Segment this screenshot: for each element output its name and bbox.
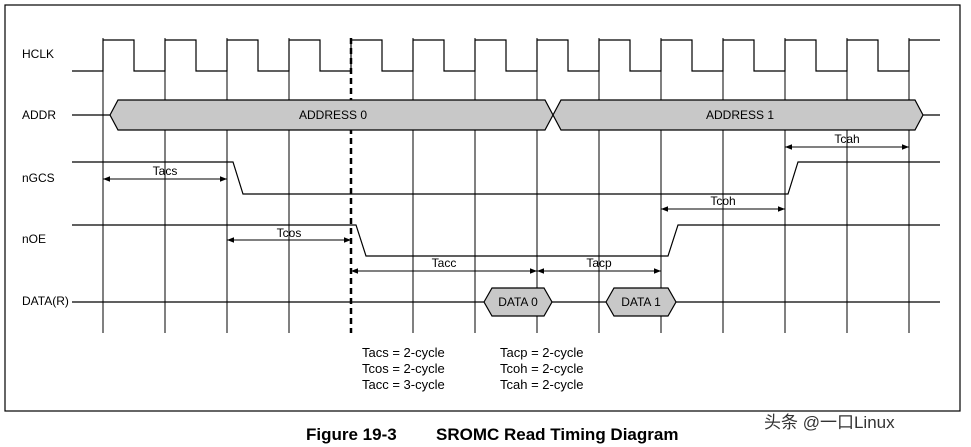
tcos-label: Tcos: [277, 226, 302, 240]
legend-left-0: Tacs = 2-cycle: [362, 345, 445, 360]
tacp-label: Tacp: [586, 256, 612, 270]
signal-label-addr: ADDR: [22, 108, 56, 122]
legend-left-2: Tacc = 3-cycle: [362, 377, 445, 392]
legend-left-1: Tcos = 2-cycle: [362, 361, 445, 376]
figure-number: Figure 19-3: [306, 425, 397, 444]
signal-label-noe: nOE: [22, 232, 46, 246]
legend-right-0: Tacp = 2-cycle: [500, 345, 583, 360]
tacs-label: Tacs: [153, 164, 178, 178]
addr-bus-label-1: ADDRESS 1: [706, 108, 774, 122]
signal-label-data: DATA(R): [22, 294, 69, 308]
legend-right-1: Tcoh = 2-cycle: [500, 361, 583, 376]
addr-bus-label-0: ADDRESS 0: [299, 108, 367, 122]
tcoh-label: Tcoh: [710, 194, 735, 208]
legend-right-2: Tcah = 2-cycle: [500, 377, 583, 392]
cycle-gridlines: [102, 38, 910, 333]
noe-waveform: [72, 224, 940, 257]
watermark: 头条 @一口Linux: [764, 413, 895, 432]
ngcs-waveform: [72, 161, 940, 195]
tacc-label: Tacc: [432, 256, 457, 270]
hclk-waveform: [72, 39, 940, 72]
timing-legend: Tacs = 2-cycle Tcos = 2-cycle Tacc = 3-c…: [362, 345, 583, 392]
tcah-label: Tcah: [834, 132, 859, 146]
signal-label-hclk: HCLK: [22, 47, 54, 61]
diagram-frame: [4, 4, 961, 412]
data-bus-label-0: DATA 0: [498, 295, 538, 309]
figure-title: SROMC Read Timing Diagram: [436, 425, 678, 444]
data-bus-label-1: DATA 1: [621, 295, 661, 309]
signal-label-ngcs: nGCS: [22, 171, 55, 185]
